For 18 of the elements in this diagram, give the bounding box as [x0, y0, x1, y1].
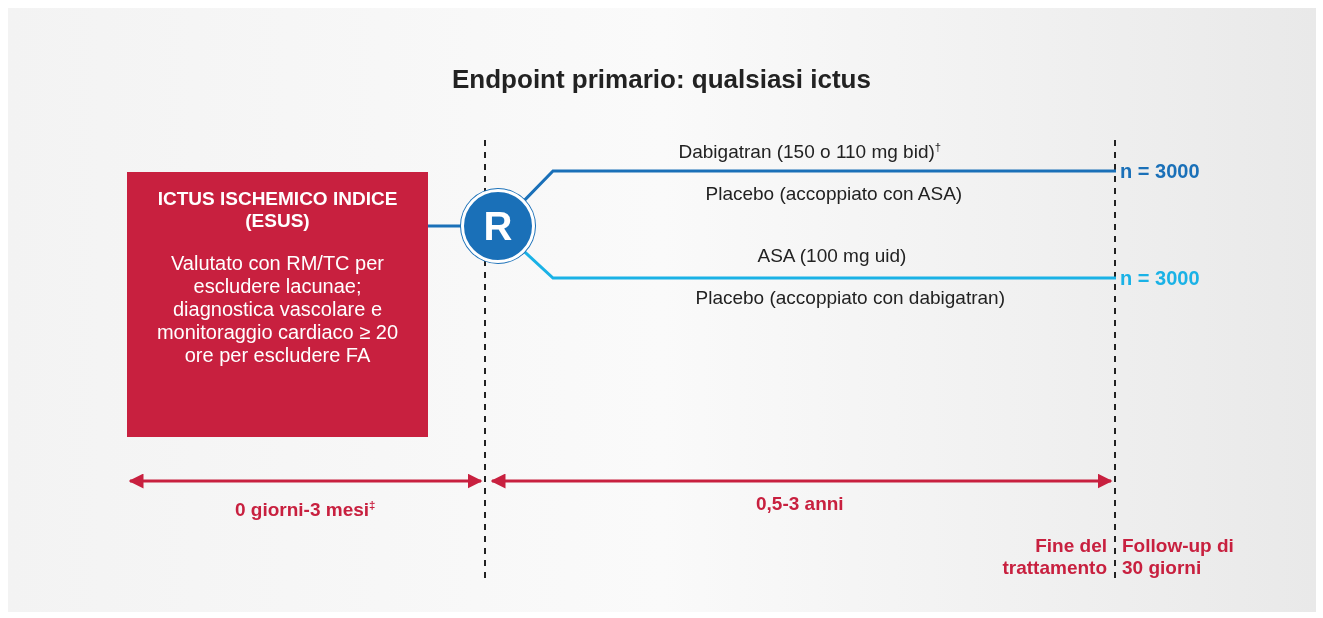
box-heading: ICTUS ISCHEMICO INDICE (ESUS)	[156, 188, 399, 232]
arm-label: Placebo (accoppiato con ASA)	[705, 183, 963, 205]
diagram-title: Endpoint primario: qualsiasi ictus	[451, 64, 872, 95]
phase-label: Follow-up di 30 giorni	[1122, 535, 1235, 579]
connector-line	[428, 224, 461, 228]
sample-size-label: n = 3000	[1120, 267, 1200, 289]
phase-label: Fine del trattamento	[1001, 535, 1107, 579]
sample-size-label: n = 3000	[1120, 160, 1200, 182]
duration-label: 0,5-3 anni	[756, 493, 844, 515]
duration-label: 0 giorni-3 mesi$^{‡}$	[235, 498, 376, 522]
circle-label: R	[483, 203, 513, 249]
arm-label: Placebo (accoppiato con dabigatran)	[695, 287, 1005, 309]
edge-label: ASA (100 mg uid)	[757, 245, 907, 267]
box-description: Valutato con RM/TC per escludere lacunae; diagnostica vascolare e monitoraggio cardiaco ≥ 20 ore per escludere FA	[155, 252, 400, 367]
trial-box	[127, 172, 428, 437]
edge-label: Dabigatran (150 o 110 mg bid)$^{†}$	[678, 141, 942, 164]
connector-line	[523, 250, 1116, 280]
connector-line	[523, 169, 1116, 202]
